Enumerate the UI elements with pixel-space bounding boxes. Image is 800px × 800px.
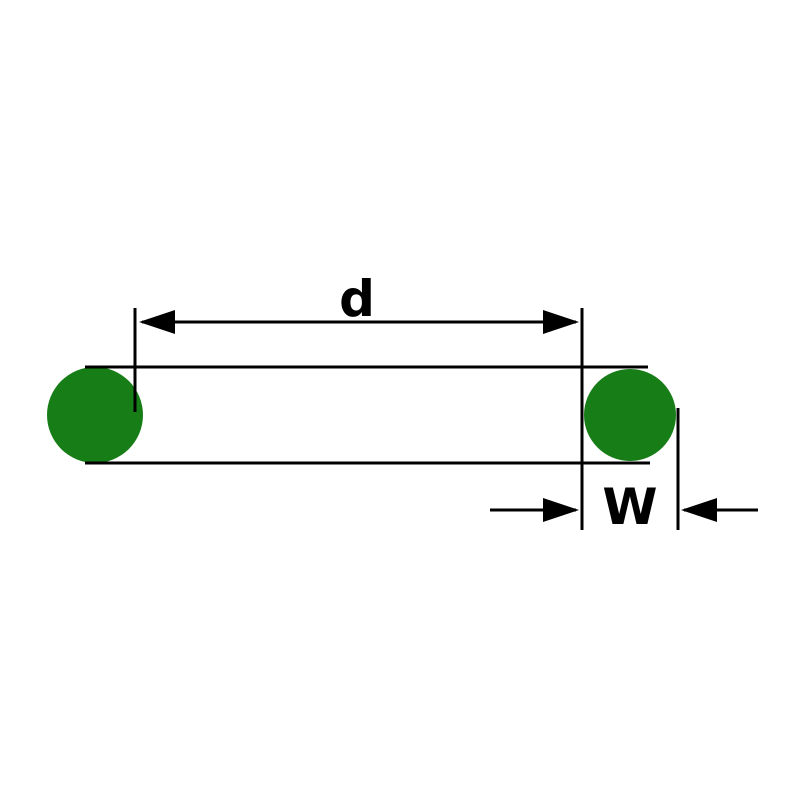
- o-ring-cross-section-right: [584, 369, 676, 461]
- o-ring-cross-section-left: [47, 367, 143, 463]
- w-label: W: [602, 478, 657, 536]
- d-label: d: [339, 270, 375, 328]
